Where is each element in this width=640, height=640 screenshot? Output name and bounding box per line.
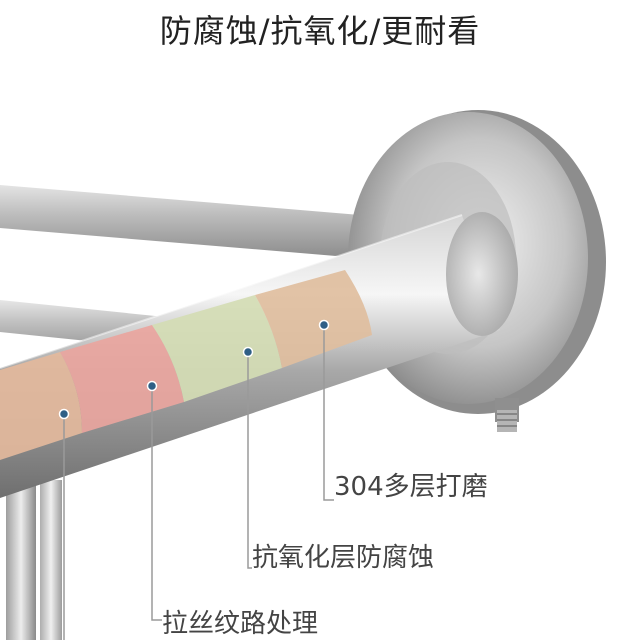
callout-leaders: [63, 325, 334, 640]
material-layer-cutaway: [0, 270, 372, 460]
layer-segment: [255, 270, 372, 368]
layer-segment: [152, 295, 282, 402]
callout-anti-oxidation: 抗氧化层防腐蚀: [252, 543, 435, 573]
layer-marker-dots: [58, 319, 330, 420]
callout-polishing: 304多层打磨: [334, 472, 488, 502]
callout-brushed-finish: 拉丝纹路处理: [162, 609, 319, 639]
layer-segment: [60, 325, 184, 433]
layer-segment: [0, 352, 82, 460]
headline: 防腐蚀/抗氧化/更耐看: [159, 12, 481, 50]
